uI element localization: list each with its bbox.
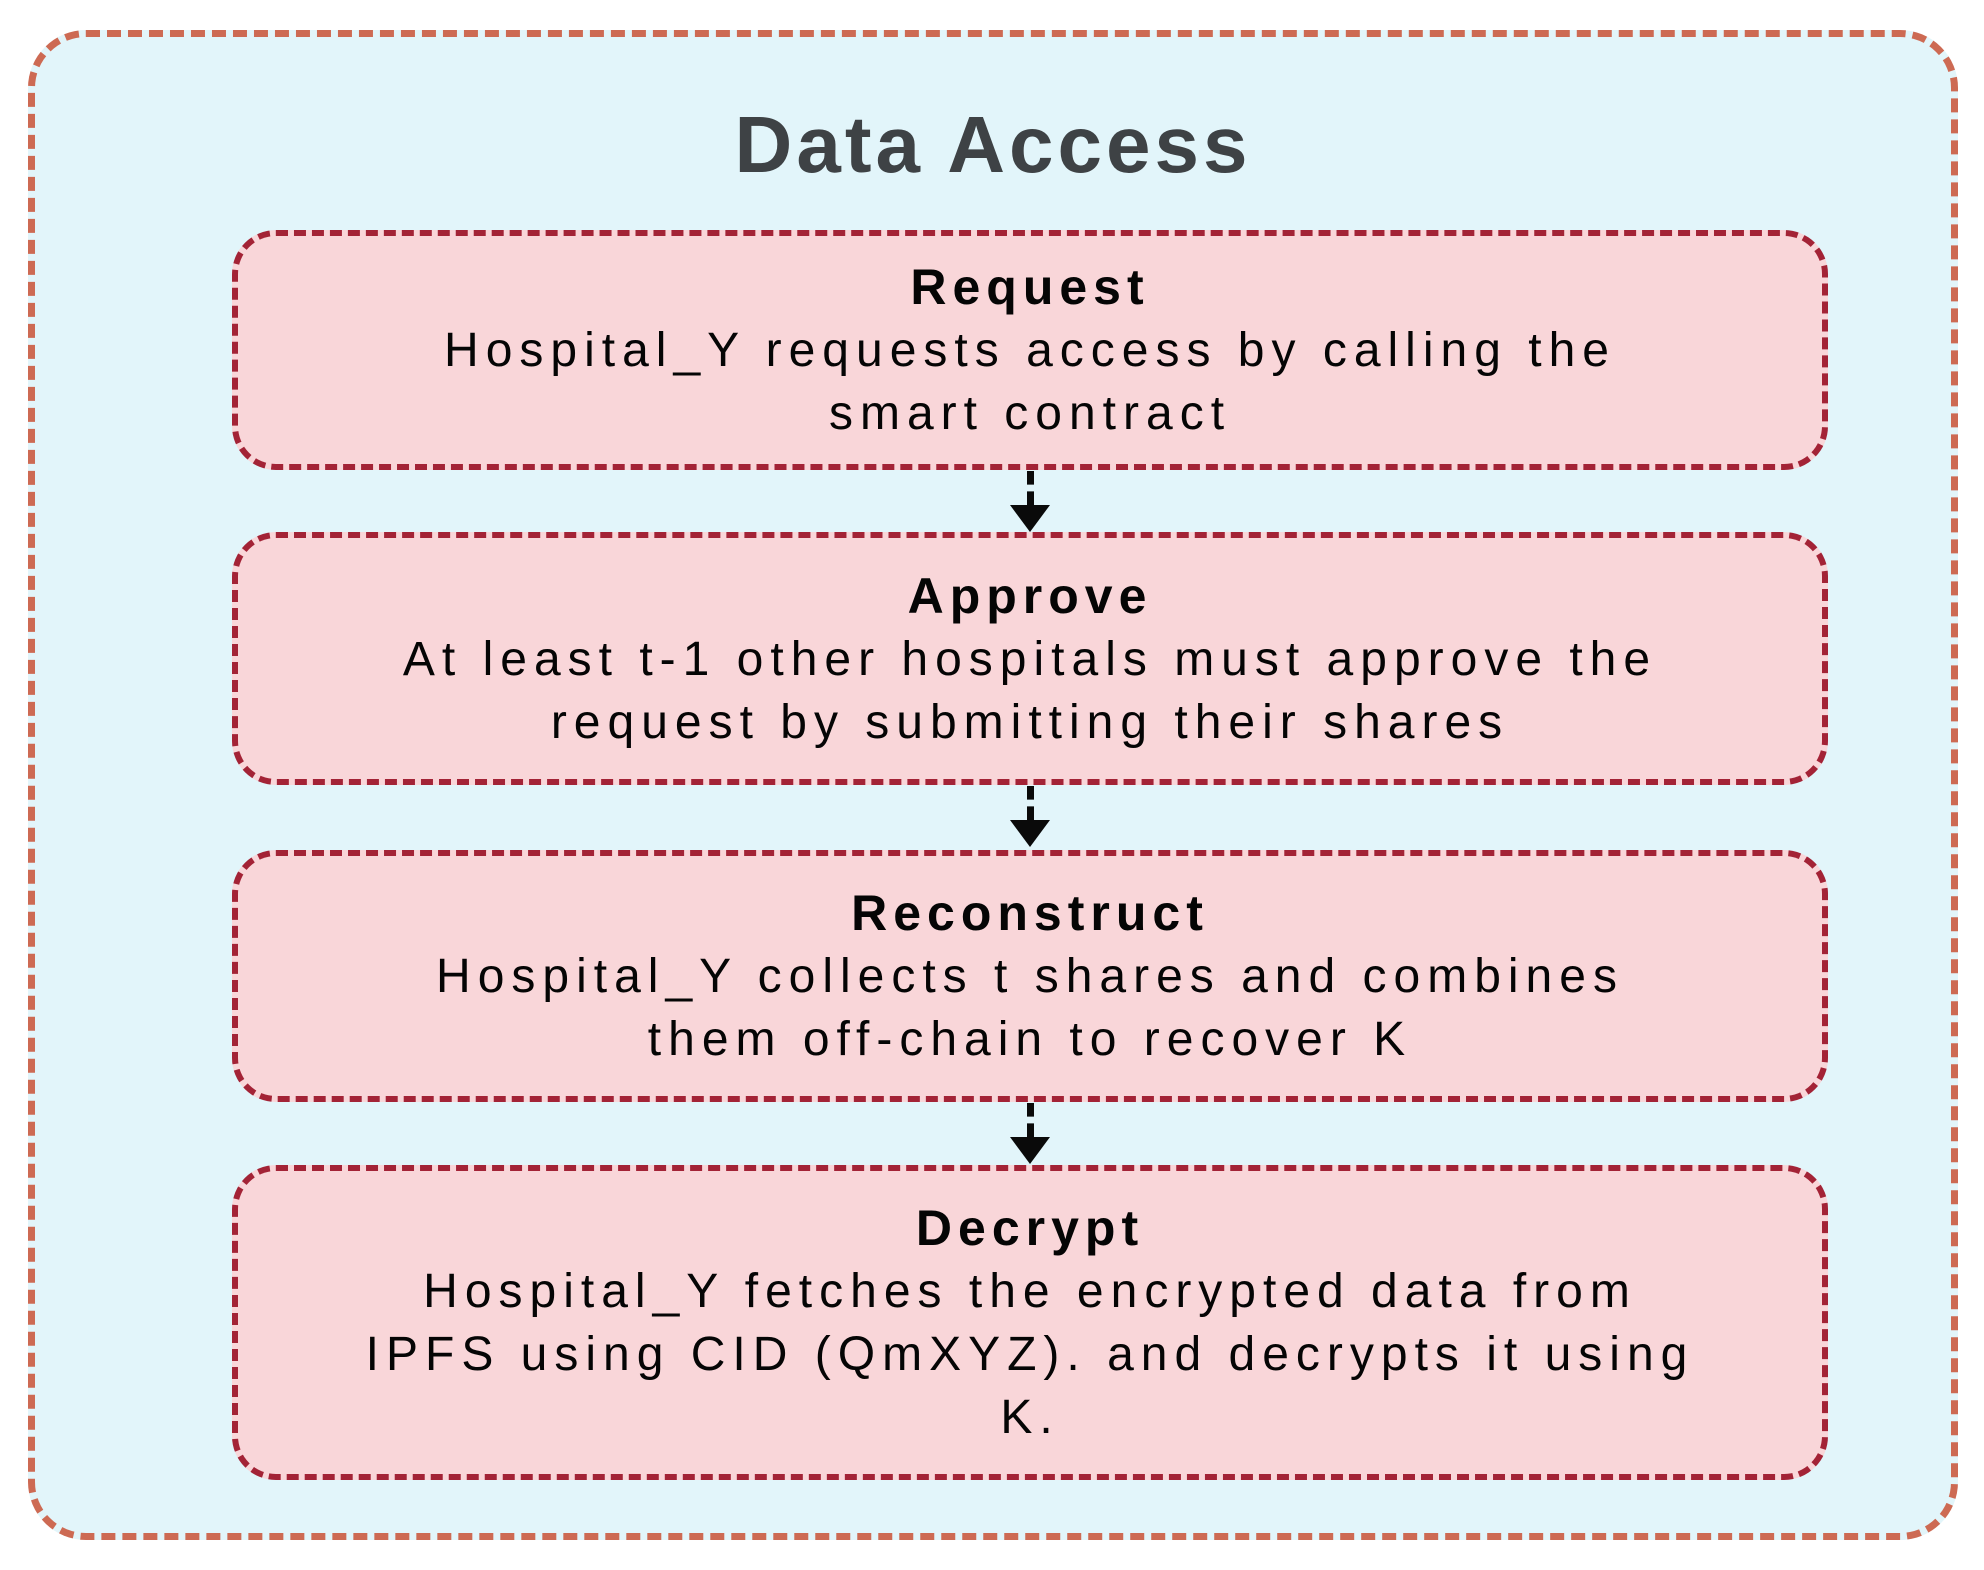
diagram-frame: Data Access Request Hospital_Y requests … xyxy=(28,30,1958,1540)
step-body-request: Hospital_Y requests access by calling th… xyxy=(444,324,1616,440)
step-box-approve: Approve At least t-1 other hospitals mus… xyxy=(232,532,1828,785)
step-title-decrypt: Decrypt xyxy=(915,1200,1145,1256)
arrow-stem xyxy=(1026,1103,1034,1137)
arrow-down-icon xyxy=(1010,1137,1050,1164)
step-title-reconstruct: Reconstruct xyxy=(851,885,1209,941)
step-body-decrypt: Hospital_Y fetches the encrypted data fr… xyxy=(365,1265,1695,1444)
step-box-request: Request Hospital_Y requests access by ca… xyxy=(232,230,1828,470)
diagram-title: Data Access xyxy=(734,100,1252,189)
arrow-down-icon xyxy=(1010,505,1050,532)
step-box-reconstruct: Reconstruct Hospital_Y collects t shares… xyxy=(232,850,1828,1102)
arrow-stem xyxy=(1026,471,1034,505)
flow-arrow-reconstruct-to-decrypt xyxy=(1008,1103,1052,1165)
arrow-stem xyxy=(1026,786,1034,820)
arrow-down-icon xyxy=(1010,820,1050,847)
step-title-request: Request xyxy=(910,259,1150,315)
step-box-decrypt: Decrypt Hospital_Y fetches the encrypted… xyxy=(232,1165,1828,1480)
flow-arrow-approve-to-reconstruct xyxy=(1008,786,1052,850)
step-title-approve: Approve xyxy=(907,567,1153,624)
step-body-reconstruct: Hospital_Y collects t shares and combine… xyxy=(436,950,1624,1066)
step-body-approve: At least t-1 other hospitals must approv… xyxy=(402,632,1658,749)
flow-arrow-request-to-approve xyxy=(1008,471,1052,532)
